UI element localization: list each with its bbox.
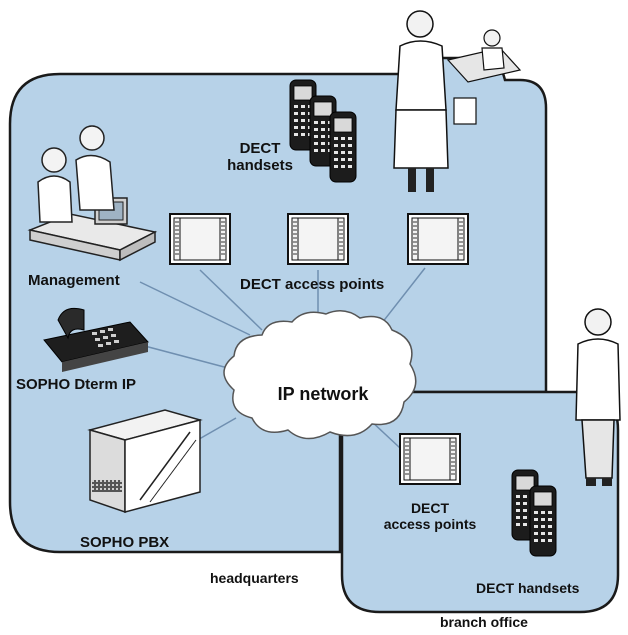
ip-network-label: IP network: [277, 384, 369, 404]
man-on-phone-icon: [575, 308, 621, 486]
dterm-phone-icon: [43, 307, 149, 372]
headquarters-zone-label: headquarters: [210, 570, 299, 586]
hq-dect-handsets-line1: DECT: [239, 140, 281, 157]
branch-dect-access-points-label: DECT access points: [370, 500, 490, 532]
pbx-label: SOPHO PBX: [80, 534, 170, 551]
pbx-cabinet-icon: [87, 409, 203, 514]
branch-dect-handsets-label: DECT handsets: [476, 580, 580, 596]
branch-dect-access-points-line2: access points: [383, 516, 477, 533]
management-label: Management: [28, 272, 120, 289]
branch-dect-access-points-line1: DECT: [410, 500, 450, 516]
ip-network-cloud: [223, 310, 417, 440]
hq-dect-access-points-label: DECT access points: [240, 276, 385, 293]
dterm-label: SOPHO Dterm IP: [16, 376, 137, 393]
hq-dect-handsets-label: DECT handsets: [210, 140, 310, 175]
hq-dect-access-points-icon: [169, 213, 469, 265]
woman-on-phone-icon: [393, 10, 477, 192]
management-workstation-icon: [27, 125, 158, 262]
hq-dect-handsets-line2: handsets: [227, 157, 293, 175]
branch-office-zone-label: branch office: [440, 614, 528, 630]
reception-desk-icon: [446, 29, 522, 83]
branch-dect-access-point-icon: [399, 433, 461, 485]
